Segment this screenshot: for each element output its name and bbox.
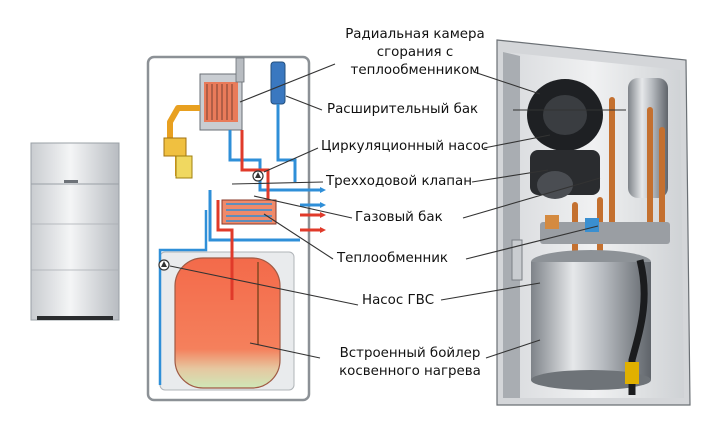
label-heat-exchanger: Теплообменник (337, 251, 449, 266)
leader-boiler-right (485, 339, 541, 359)
leader-radial-chamber-left (239, 63, 336, 103)
leader-boiler-left (249, 342, 321, 359)
boiler-unit-exterior (30, 142, 120, 321)
leader-dhw-pump-right (440, 282, 541, 301)
leader-three-way-valve-left (231, 181, 324, 185)
leader-lines (169, 63, 626, 359)
label-expansion-tank: Расширительный бак (327, 102, 479, 117)
leader-dhw-pump-left (169, 265, 359, 306)
label-boiler: Встроенный бойлер косвенного нагрева (330, 345, 490, 381)
leader-radial-chamber-right (473, 71, 541, 95)
leader-circulation-pump-right (483, 134, 551, 149)
leader-expansion-tank-left (285, 95, 323, 111)
label-radial-chamber: Радиальная камера сгорания с теплообменн… (330, 26, 500, 80)
leader-heat-exchanger-right (465, 225, 599, 260)
leader-circulation-pump-left (263, 147, 319, 173)
schematic-panel (146, 55, 326, 402)
label-gas-tank: Газовый бак (355, 210, 443, 225)
leader-gas-tank-left (253, 195, 353, 219)
label-dhw-pump: Насос ГВС (362, 293, 435, 308)
boiler-interior-photo (496, 39, 691, 406)
label-radial-chamber-line-1: Радиальная камера (345, 27, 485, 42)
label-radial-chamber-line-3: теплообменником (350, 63, 480, 78)
label-boiler-line-2: косвенного нагрева (339, 364, 481, 379)
label-radial-chamber-line-2: сгорания с (376, 45, 454, 60)
leader-three-way-valve-right (471, 169, 549, 183)
leader-heat-exchanger-left (263, 213, 334, 260)
label-three-way-valve: Трехходовой клапан (326, 174, 473, 189)
label-circulation-pump: Циркуляционный насос (321, 139, 489, 154)
leader-gas-tank-right (462, 177, 601, 219)
label-boiler-line-1: Встроенный бойлер (339, 346, 481, 361)
